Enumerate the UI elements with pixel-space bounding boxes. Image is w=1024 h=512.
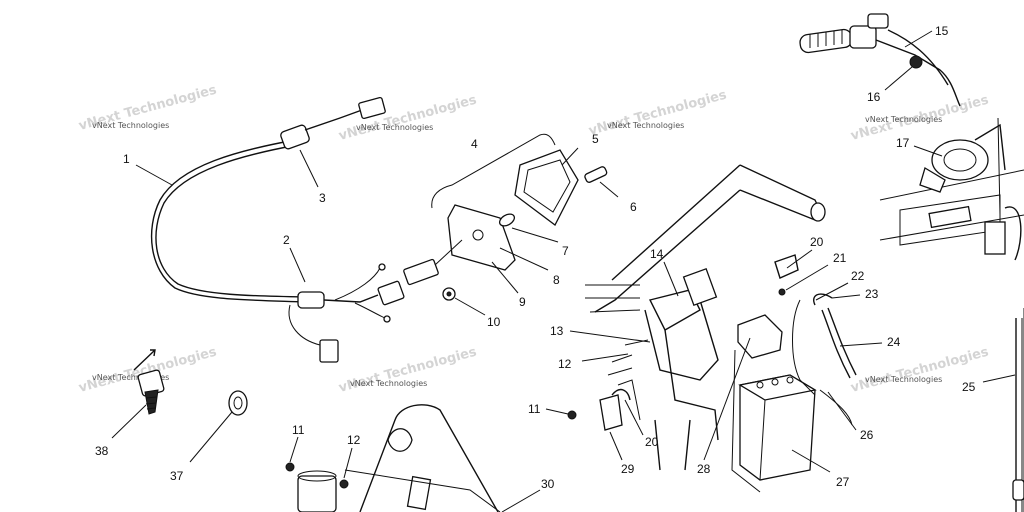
master-cylinder: [849, 25, 877, 49]
callout-9: 9: [519, 295, 526, 309]
callout-1: 1: [123, 152, 130, 166]
watermark-shadow: vNext Technologies: [337, 345, 478, 396]
nut-11-mid: [567, 410, 577, 420]
relay-unit: [297, 475, 337, 512]
watermark-text-2: vNext Technologies: [356, 123, 433, 132]
callout-30: 30: [541, 477, 555, 491]
callout-24: 24: [887, 335, 901, 349]
watermark-shadow: vNext Technologies: [587, 88, 728, 139]
callout-38: 38: [95, 444, 109, 458]
wiring-harness: [150, 96, 405, 363]
screw-6: [584, 166, 608, 183]
callout-20-top: 20: [810, 235, 824, 249]
callout-15: 15: [935, 24, 949, 38]
callout-29: 29: [621, 462, 635, 476]
callout-16: 16: [867, 90, 881, 104]
rear-frame: [585, 164, 1024, 471]
callout-labels: 1 2 3 4 5 6 7 8 9 10 11 12 13 14 15 16 1…: [95, 24, 976, 491]
bracket-29: [567, 339, 649, 431]
harness-plug-right: [377, 280, 405, 306]
watermark-6: vNext Technologies: [337, 345, 478, 396]
bracket-right: [984, 221, 1006, 255]
callout-11-mid: 11: [528, 402, 541, 416]
watermark-text-1: vNext Technologies: [92, 121, 169, 130]
callout-3: 3: [319, 191, 326, 205]
bulb-7: [498, 213, 516, 227]
callout-5: 5: [592, 132, 599, 146]
battery-area: [731, 254, 857, 493]
watermark-text-6: vNext Technologies: [350, 379, 427, 388]
callout-2: 2: [283, 233, 290, 247]
callout-20-bottom: 20: [645, 435, 659, 449]
harness-connector-3: [280, 124, 310, 150]
callout-12-bottom: 12: [347, 433, 361, 447]
callout-6: 6: [630, 200, 637, 214]
callout-4: 4: [471, 137, 478, 151]
boot-20: [774, 254, 799, 279]
battery-cover-28: [737, 314, 783, 359]
callout-11-bottom: 11: [292, 423, 305, 437]
tail-light-assembly: [403, 133, 608, 301]
watermark-shadow: vNext Technologies: [337, 93, 478, 144]
callout-12-mid: 12: [558, 357, 572, 371]
horn: [919, 117, 1006, 216]
callout-26: 26: [860, 428, 874, 442]
cable-24: [821, 309, 851, 379]
callout-27: 27: [836, 475, 850, 489]
nut-12-bottom: [339, 479, 349, 489]
watermark-text-3: vNext Technologies: [607, 121, 684, 130]
callout-37: 37: [170, 469, 184, 483]
watermark-text-7: vNext Technologies: [865, 375, 942, 384]
grommet-37: [228, 390, 248, 416]
callout-14: 14: [650, 247, 664, 261]
harness-plug-bottom: [319, 339, 339, 363]
bolt-21: [778, 288, 786, 296]
callout-17: 17: [896, 136, 910, 150]
callout-22: 22: [851, 269, 865, 283]
switch-16: [909, 55, 923, 69]
watermark-3: vNext Technologies: [587, 88, 728, 139]
small-parts: [133, 349, 248, 416]
watermark-text-4: vNext Technologies: [865, 115, 942, 124]
watermark-2: vNext Technologies: [337, 93, 478, 144]
callout-7: 7: [562, 244, 569, 258]
throttle-assembly: [799, 13, 961, 107]
callout-23: 23: [865, 287, 879, 301]
nut-11-bottom: [285, 462, 295, 472]
socket-connector: [403, 258, 439, 286]
tail-light-housing: [447, 204, 516, 271]
watermarks: vNext Technologies vNext Technologies vN…: [77, 83, 990, 396]
callout-13: 13: [550, 324, 564, 338]
clip-22: [813, 293, 833, 306]
callout-25: 25: [962, 380, 976, 394]
callout-21: 21: [833, 251, 847, 265]
callout-10: 10: [487, 315, 501, 329]
callout-28: 28: [697, 462, 711, 476]
watermark-text-5: vNext Technologies: [92, 373, 169, 382]
leader-lines: [111, 30, 1024, 512]
harness-connector-2: [297, 291, 325, 309]
bottom-parts: [285, 404, 501, 512]
callout-8: 8: [553, 273, 560, 287]
harness-plug-top: [358, 96, 386, 120]
